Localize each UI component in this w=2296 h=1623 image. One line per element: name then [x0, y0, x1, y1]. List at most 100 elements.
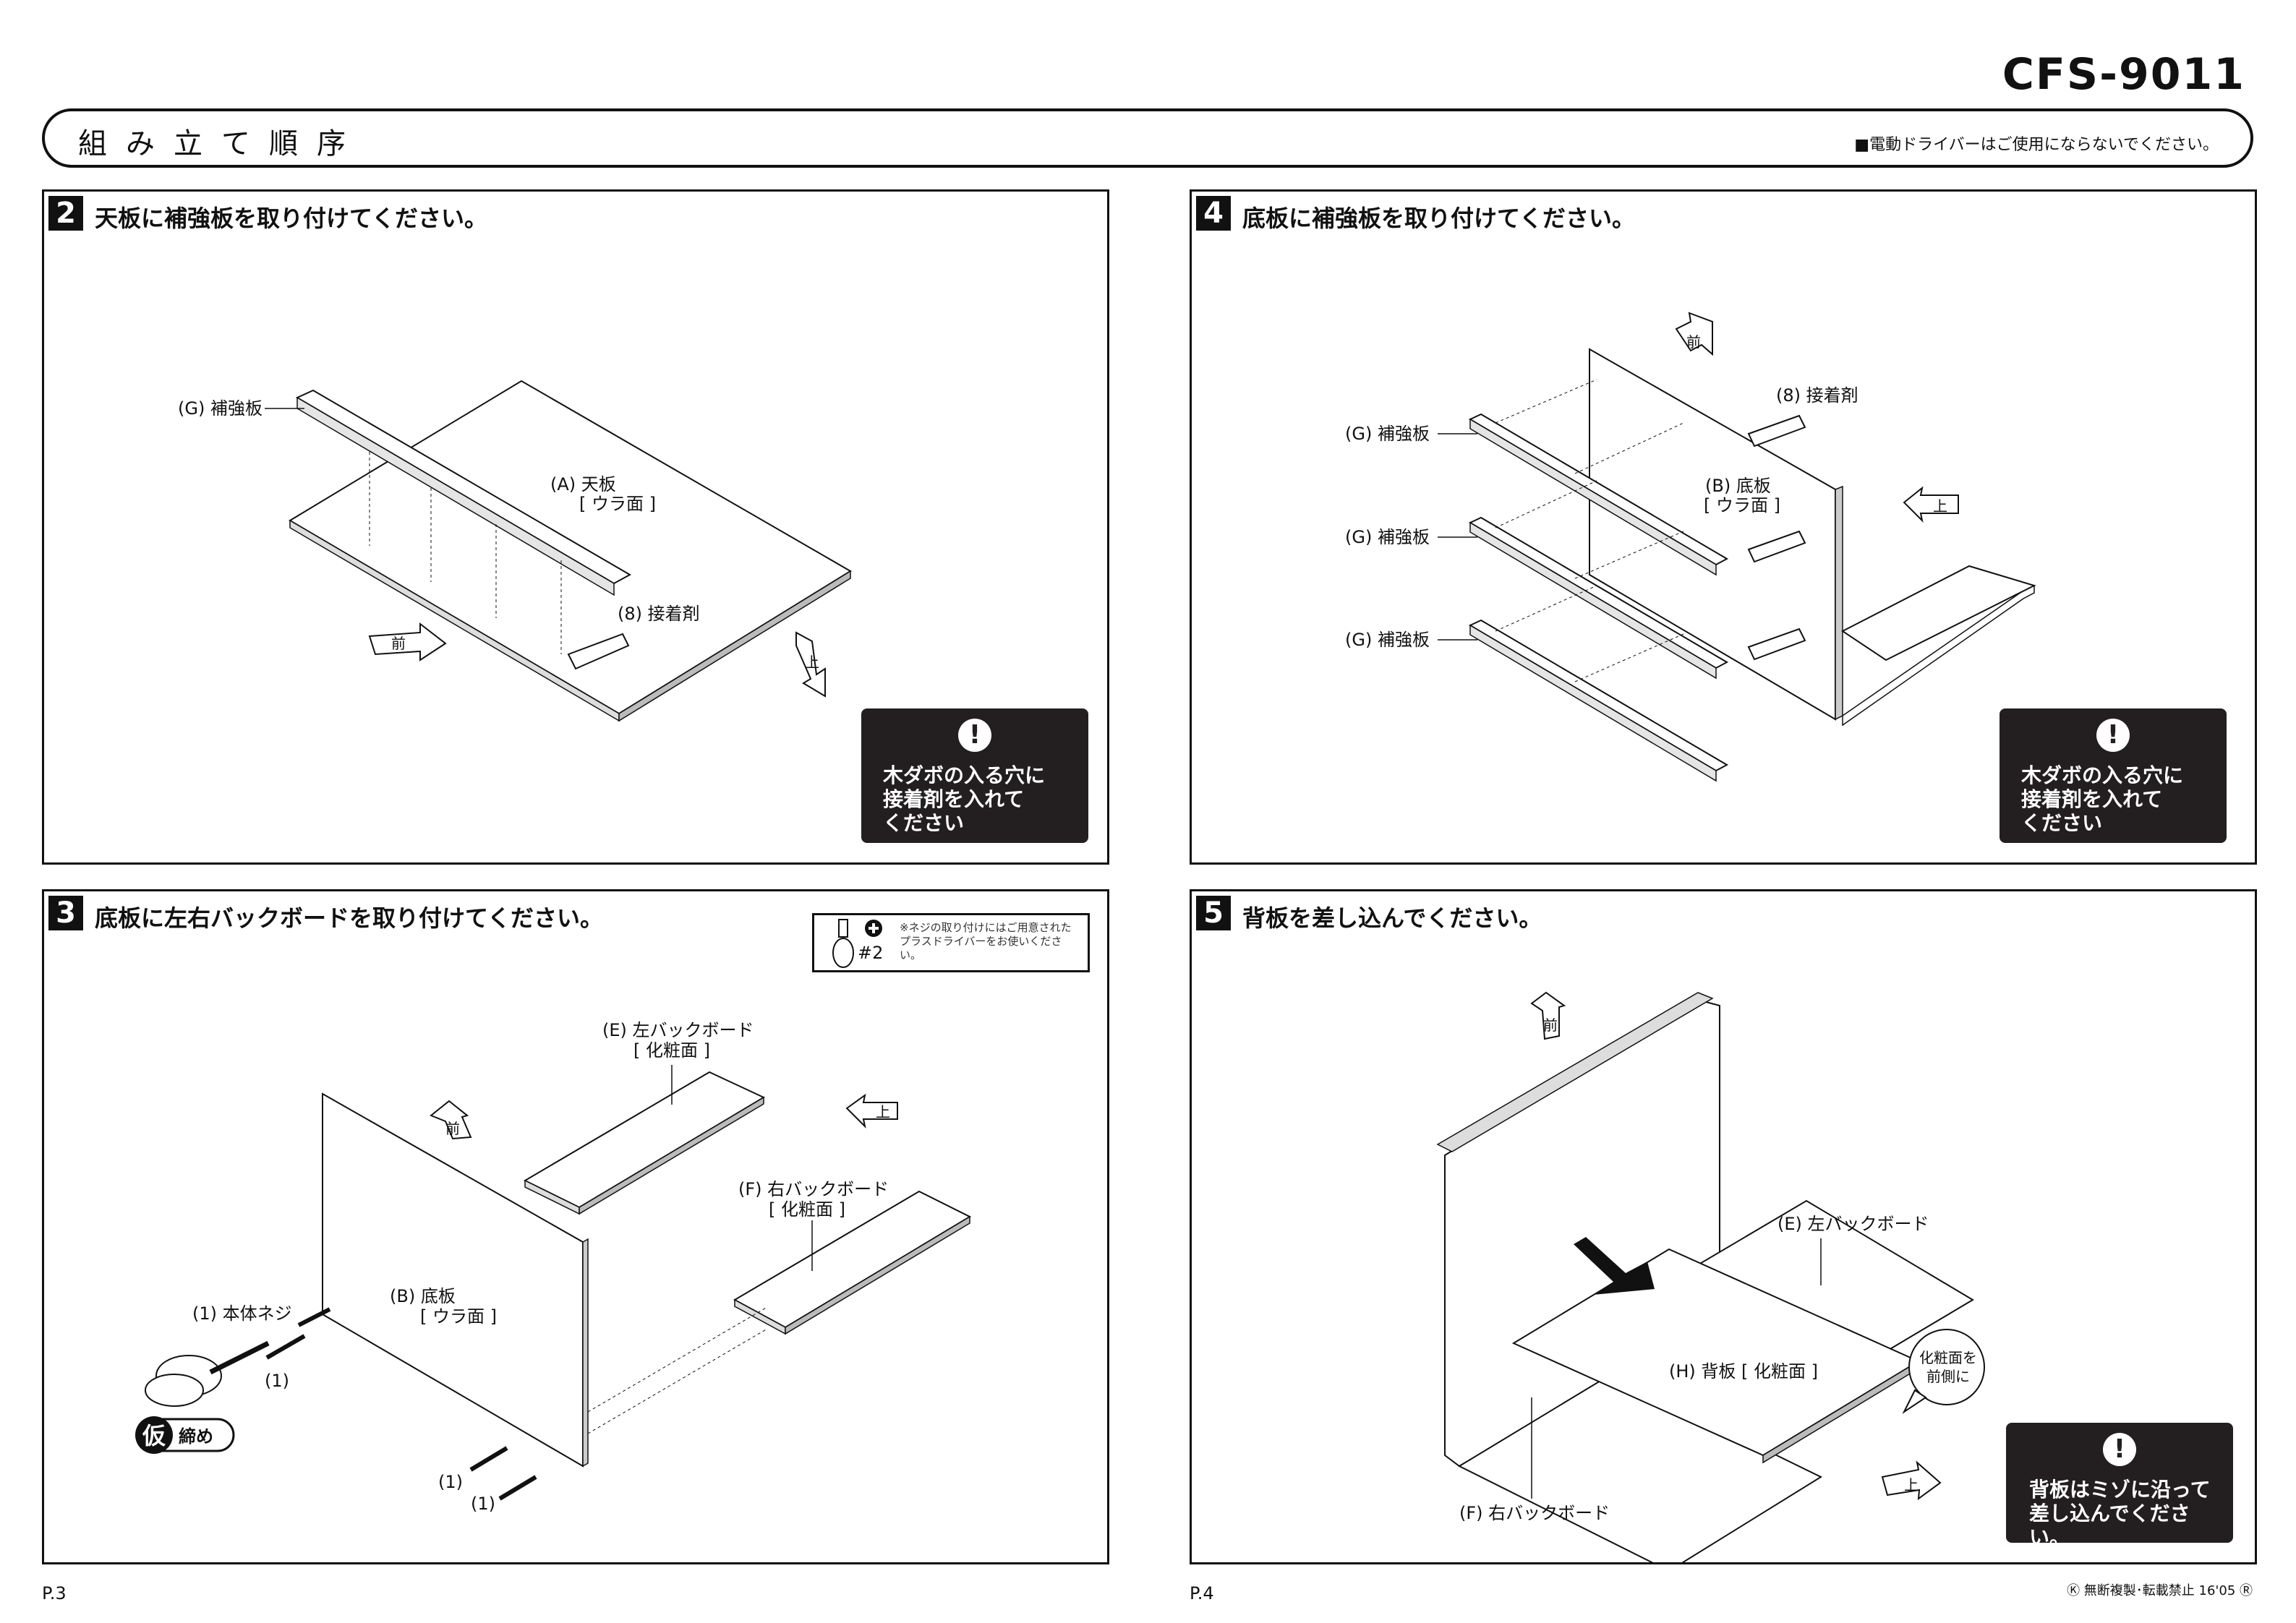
step-title: 背板を差し込んでください。: [1242, 904, 1542, 932]
label-glue: (8) 接着剤: [618, 604, 700, 624]
reinforce-board-g-side: [296, 396, 615, 596]
warning-box: ! 木ダボの入る穴に 接着剤を入れて ください: [861, 708, 1088, 843]
svg-text:前: 前: [1686, 333, 1701, 351]
step-5-illustration: 化粧面を 前側に (E) 左バックボード (H) 背板 [ 化粧面 ] (F) …: [1436, 991, 1985, 1562]
step-title: 天板に補強板を取り付けてください。: [95, 205, 488, 232]
guide-line: [587, 1328, 768, 1434]
top-arrow-icon: 上: [1881, 1460, 1942, 1501]
svg-text:仮: 仮: [142, 1422, 166, 1449]
driver-size: #2: [858, 943, 884, 963]
bottom-board-b-top-edge: [1436, 992, 1714, 1152]
back-board-flat-top: [1841, 565, 2036, 661]
front-arrow-icon: 前: [368, 622, 447, 661]
guide-line: [587, 1306, 768, 1413]
label-reinforce-2: (G) 補強板: [1345, 527, 1430, 547]
guide-line: [1495, 480, 1597, 528]
section-title-bar: 組み立て順序 ■電動ドライバーはご使用にならないでください。: [42, 108, 2253, 168]
reinforce-board-3: [1468, 619, 1729, 782]
guide-line: [1495, 379, 1597, 424]
step-number: 4: [1196, 196, 1231, 231]
copyright-note: Ⓚ 無断複製･転載禁止 16'05 Ⓡ: [2067, 1583, 2253, 1598]
label-reinforce-3: (G) 補強板: [1345, 630, 1430, 650]
label-glue: (8) 接着剤: [1776, 385, 1858, 406]
label-left-board: (E) 左バックボード: [1778, 1214, 1929, 1234]
glue-tube-icon: [567, 633, 630, 670]
step-2-panel: 2 天板に補強板を取り付けてください。 (G) 補強板 (A) 天板 [ ウラ面…: [42, 189, 1109, 865]
exclamation-icon: !: [2096, 719, 2130, 752]
temporary-tighten-badge: 仮 締め: [135, 1416, 235, 1454]
label-screw-3: (1): [471, 1494, 495, 1514]
glue-tube-icon: [1747, 414, 1806, 447]
left-back-board-e: [523, 1071, 766, 1209]
label-right-board: (F) 右バックボード: [738, 1179, 889, 1199]
label-right-board-side: [ 化粧面 ]: [769, 1199, 845, 1220]
step-5-panel: 5 背板を差し込んでください。 化粧面を 前側に (E) 左バックボード (H)…: [1190, 889, 2257, 1564]
warning-box: ! 背板はミゾに沿って 差し込んでください。: [2006, 1423, 2233, 1549]
warning-line: 木ダボの入る穴に: [2021, 763, 2184, 787]
warning-line: 接着剤を入れて: [2021, 787, 2163, 811]
callout-bubble: 化粧面を 前側に: [1902, 1329, 1985, 1414]
step-3-illustration: 仮 締め (E) 左バックボード [ 化粧面 ] (F) 右バックボード [ 化…: [135, 1020, 972, 1514]
front-arrow-icon: 前: [430, 1100, 472, 1140]
guide-line: [1574, 531, 1684, 579]
svg-text:上: 上: [876, 1103, 890, 1121]
svg-text:前: 前: [391, 635, 406, 652]
page-number-left: P.3: [42, 1583, 67, 1603]
label-right-board: (F) 右バックボード: [1459, 1503, 1610, 1523]
insert-direction-arrow-icon: [1574, 1237, 1655, 1295]
section-title: 組み立て順序: [78, 127, 364, 160]
screw-icon: [265, 1307, 537, 1501]
label-reinforce-1: (G) 補強板: [1345, 424, 1430, 444]
guide-line: [1574, 633, 1684, 682]
warning-line: ください: [2021, 811, 2103, 835]
label-part-b: (B) 底板: [1705, 476, 1771, 496]
step-number: 3: [48, 896, 83, 930]
warning-line: 背板はミゾに沿って: [2029, 1478, 2211, 1502]
svg-text:締め: 締め: [179, 1426, 213, 1447]
tool-requirement-box: #2 ※ネジの取り付けにはご用意されたプラスドライバーをお使いください。: [812, 913, 1090, 972]
exclamation-icon: !: [958, 719, 991, 752]
guide-line: [1574, 422, 1684, 474]
label-part-b-side: [ ウラ面 ]: [420, 1306, 497, 1327]
top-board-a-edge-right: [618, 570, 851, 722]
label-screw-1: (1): [265, 1371, 289, 1391]
svg-text:上: 上: [1904, 1476, 1919, 1494]
warning-line: ください: [883, 811, 965, 835]
warning-line: 差し込んでください。: [2029, 1502, 2190, 1549]
step-number: 2: [48, 196, 83, 231]
step-2-illustration: (G) 補強板 (A) 天板 [ ウラ面 ] (8) 接着剤 前 上: [178, 380, 852, 722]
warning-line: 接着剤を入れて: [883, 787, 1025, 811]
bottom-board-b: [322, 1092, 584, 1468]
front-arrow-icon: 前: [1530, 991, 1566, 1040]
label-part-b-side: [ ウラ面 ]: [1704, 495, 1780, 515]
bottom-board-b-edge: [582, 1238, 589, 1468]
step-title: 底板に左右バックボードを取り付けてください。: [95, 904, 604, 932]
label-left-board: (E) 左バックボード: [602, 1020, 754, 1040]
page-number-right: P.4: [1190, 1583, 1214, 1603]
label-part-b: (B) 底板: [390, 1286, 456, 1306]
svg-text:上: 上: [1933, 497, 1947, 515]
driver-warning-note: ■電動ドライバーはご使用にならないでください。: [1854, 136, 2219, 154]
top-arrow-icon: 上: [845, 1093, 898, 1129]
step-title: 底板に補強板を取り付けてください。: [1242, 205, 1636, 232]
glue-tube-icon: [1747, 530, 1806, 563]
step-number: 5: [1196, 896, 1231, 930]
label-screw: (1) 本体ネジ: [192, 1303, 292, 1324]
reinforce-board-1: [1468, 413, 1729, 576]
left-back-board-e-edge-r: [579, 1096, 764, 1215]
top-arrow-icon: 上: [795, 631, 826, 698]
model-number: CFS-9011: [2002, 49, 2245, 100]
svg-text:前: 前: [1543, 1016, 1558, 1034]
svg-text:前側に: 前側に: [1926, 1368, 1970, 1385]
svg-text:化粧面を: 化粧面を: [1919, 1349, 1977, 1366]
guide-line: [1495, 585, 1597, 632]
step-4-panel: 4 底板に補強板を取り付けてください。 (G) 補強板 (G) 補強板: [1190, 189, 2257, 865]
step-3-panel: 3 底板に左右バックボードを取り付けてください。 #2 ※ネジの取り付けにはご用…: [42, 889, 1109, 1564]
hand-screwdriver-icon: [145, 1340, 270, 1407]
label-left-board-side: [ 化粧面 ]: [633, 1040, 710, 1061]
warning-line: 木ダボの入る穴に: [883, 763, 1046, 787]
front-arrow-icon: 前: [1675, 312, 1713, 356]
warning-box: ! 木ダボの入る穴に 接着剤を入れて ください: [2000, 708, 2227, 843]
top-arrow-icon: 上: [1903, 486, 1959, 523]
svg-text:上: 上: [805, 654, 819, 671]
